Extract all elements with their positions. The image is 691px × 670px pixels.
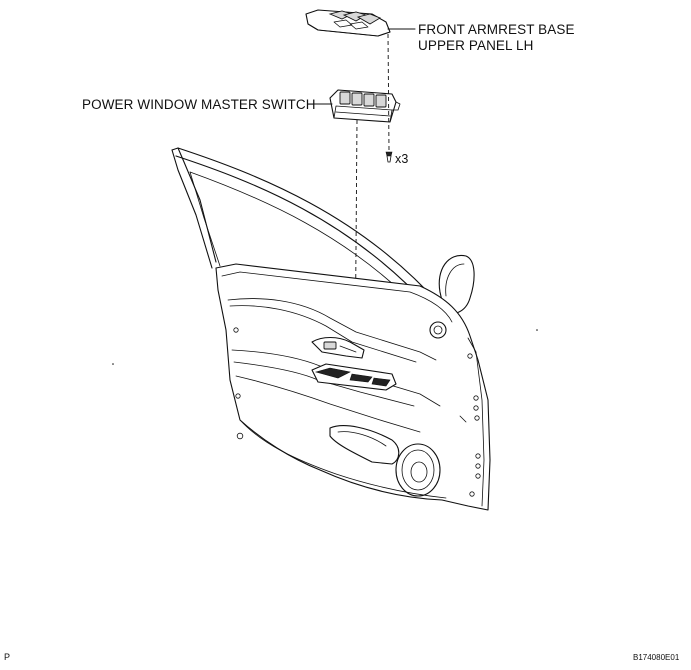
armrest-alignment-dashed-line <box>387 33 390 151</box>
screw-count-label: x3 <box>395 152 409 166</box>
speck-mark <box>536 329 538 331</box>
figure-id: B174080E01 <box>633 653 680 662</box>
front-door-assembly <box>171 147 491 511</box>
power-window-master-switch <box>329 89 401 123</box>
master-switch-label: POWER WINDOW MASTER SWITCH <box>82 97 316 112</box>
armrest-panel-label-line2: UPPER PANEL LH <box>418 38 534 53</box>
armrest-upper-panel <box>305 9 391 37</box>
speck-mark <box>112 363 114 365</box>
armrest-panel-label-line1: FRONT ARMREST BASE <box>418 22 575 37</box>
screw-icon <box>385 151 393 163</box>
corner-mark: P <box>4 652 11 662</box>
